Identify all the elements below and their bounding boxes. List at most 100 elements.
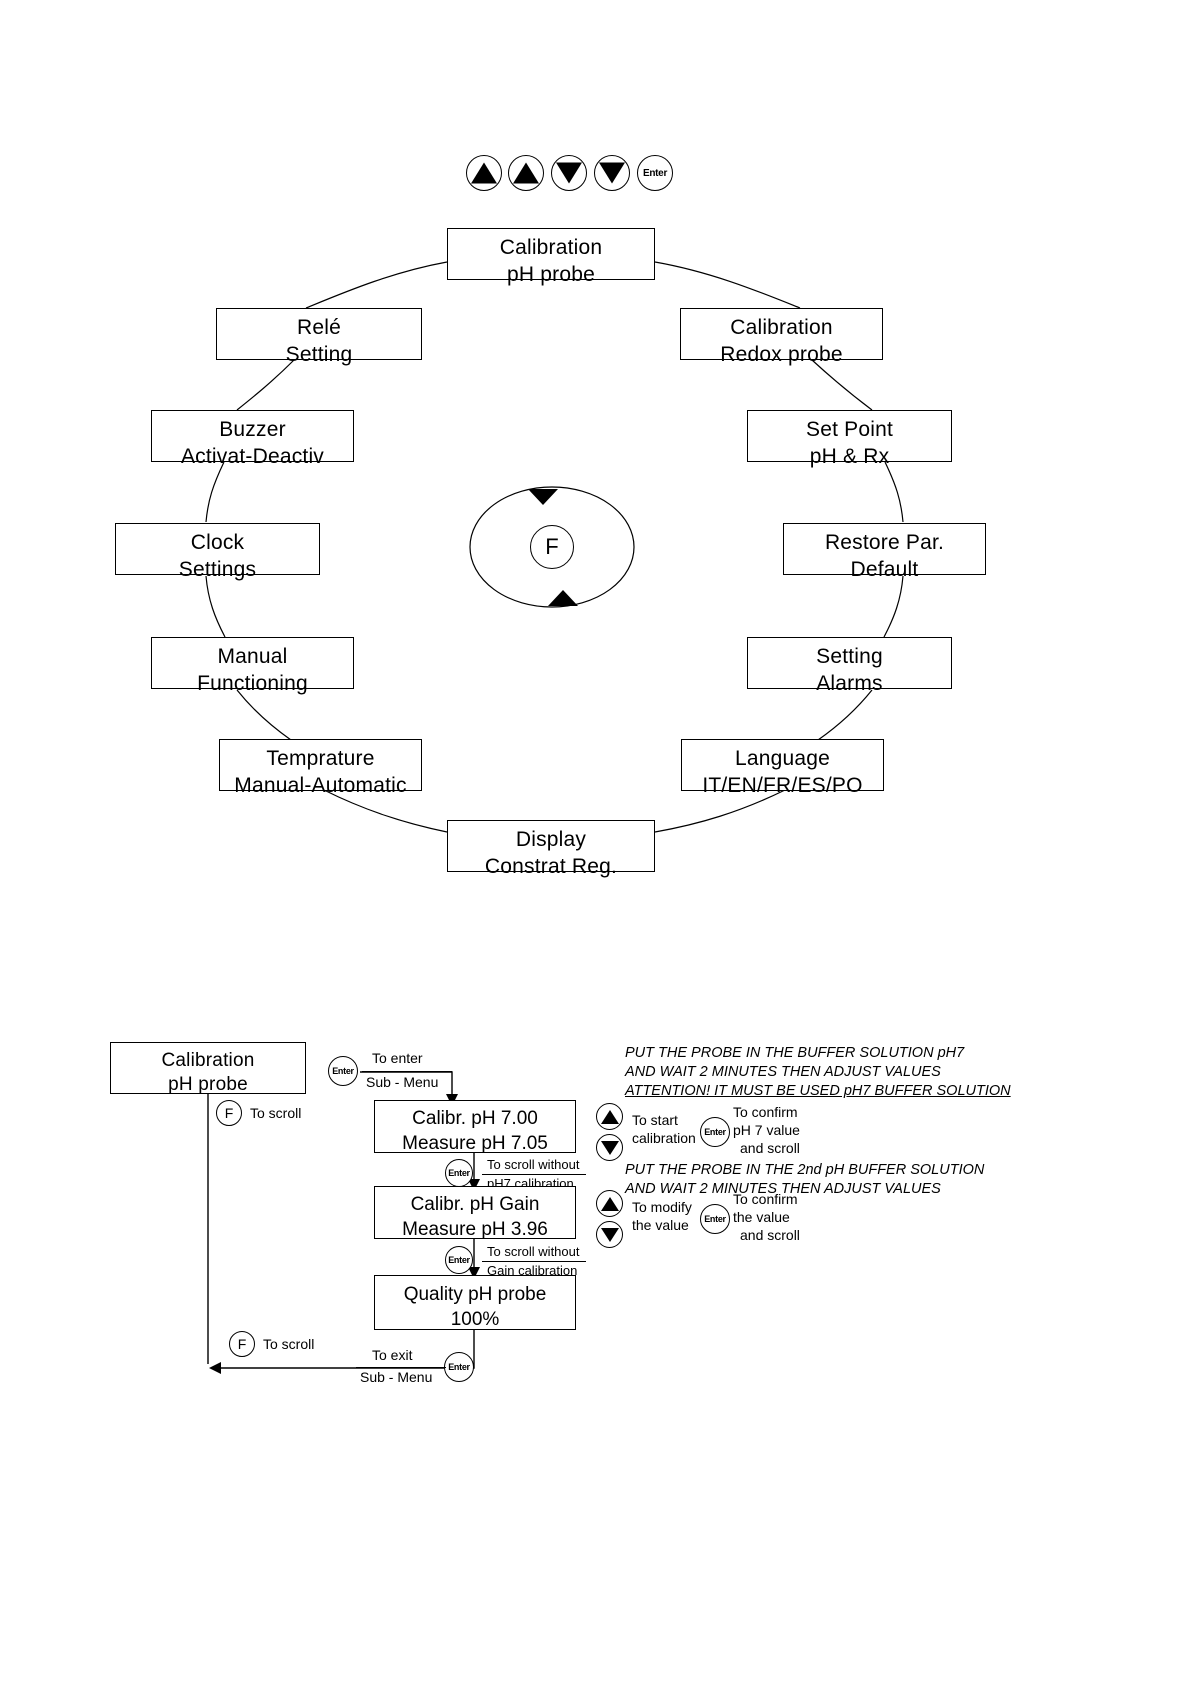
submenu-skip-label-2-line2: Gain calibration — [487, 1263, 578, 1278]
submenu-entry-line2: pH probe — [168, 1074, 248, 1096]
menu-item-line2: Manual-Automatic — [234, 773, 407, 797]
menu-item-line2: Default — [850, 557, 919, 581]
function-key-label: F — [545, 534, 559, 559]
submenu-step-line2: Measure pH 3.96 — [402, 1219, 548, 1241]
submenu-step-line2: Measure pH 7.05 — [402, 1133, 548, 1155]
menu-item-display-contrast[interactable]: Display Constrat Reg. — [447, 820, 655, 878]
keypad-button-down-2[interactable] — [594, 155, 630, 191]
menu-item-setting-alarms[interactable]: Setting Alarms — [747, 637, 952, 695]
menu-item-line1: Display — [515, 828, 587, 851]
action-2-arrows-label-line2: the value — [632, 1217, 689, 1233]
arrow-up-icon — [600, 1109, 619, 1124]
menu-item-set-point[interactable]: Set Point pH & Rx — [747, 410, 952, 468]
menu-item-line1: Temprature — [266, 747, 375, 770]
action-1-enter-button[interactable]: Enter — [700, 1117, 730, 1147]
submenu-scroll-key-top[interactable]: F — [216, 1100, 242, 1126]
menu-item-language[interactable]: Language IT/EN/FR/ES/PO — [681, 739, 884, 797]
menu-item-manual-functioning[interactable]: Manual Functioning — [151, 637, 354, 695]
menu-item-line2: Redox probe — [720, 342, 843, 366]
menu-item-line1: Buzzer — [219, 418, 286, 441]
menu-item-line1: Manual — [217, 645, 288, 668]
action-2-enter-label-line2: the value — [733, 1209, 790, 1225]
action-2-enter-label-line3: and scroll — [740, 1227, 800, 1243]
submenu-entry-line1: Calibration — [161, 1050, 255, 1071]
arrow-down-icon — [556, 162, 582, 184]
action-2-arrow-down-button[interactable] — [596, 1221, 623, 1248]
action-1-arrow-down-button[interactable] — [596, 1134, 623, 1161]
arrow-up-icon — [600, 1196, 619, 1211]
menu-item-line1: Calibration — [499, 236, 603, 259]
submenu-step-box-2[interactable]: Calibr. pH Gain Measure pH 3.96 — [374, 1186, 576, 1241]
submenu-skip-label-2-line1: To scroll without — [487, 1244, 580, 1259]
submenu-skip-key-1[interactable]: Enter — [445, 1159, 473, 1187]
action-1-arrows-label-line1: To start — [632, 1112, 678, 1128]
menu-item-calibration-ph-probe[interactable]: Calibration pH probe — [447, 228, 655, 286]
submenu-enter-label-line1: To enter — [372, 1050, 423, 1066]
enter-key-label: Enter — [704, 1214, 726, 1224]
submenu-exit-label-line2: Sub - Menu — [360, 1369, 433, 1385]
action-1-enter-label-line1: To confirm — [733, 1104, 798, 1120]
menu-item-restore-par-default[interactable]: Restore Par. Default — [783, 523, 986, 581]
submenu-quality-line2: 100% — [450, 1309, 500, 1331]
action-1-arrows-label-line2: calibration — [632, 1130, 696, 1146]
submenu-step-line1: Calibr. pH Gain — [410, 1194, 540, 1215]
submenu-enter-label-line2: Sub - Menu — [366, 1074, 439, 1090]
arrow-down-icon — [600, 1140, 619, 1155]
keypad-button-down-1[interactable] — [551, 155, 587, 191]
menu-item-line1: Restore Par. — [824, 531, 945, 554]
function-key-label: F — [237, 1336, 247, 1352]
action-2-arrow-up-button[interactable] — [596, 1190, 623, 1217]
submenu-quality-box[interactable]: Quality pH probe 100% — [374, 1275, 576, 1330]
menu-item-line1: Clock — [190, 531, 245, 554]
enter-key-label: Enter — [448, 1168, 470, 1178]
submenu-entry-box[interactable]: Calibration pH probe — [110, 1042, 306, 1096]
submenu-scroll-label-bottom: To scroll — [263, 1336, 315, 1352]
menu-item-line2: pH probe — [507, 262, 595, 286]
divider-enter-submenu — [362, 1071, 452, 1072]
keypad-button-up-2[interactable] — [508, 155, 544, 191]
action-1-enter-label-line3: and scroll — [740, 1140, 800, 1156]
enter-key-label: Enter — [332, 1066, 354, 1076]
menu-item-buzzer[interactable]: Buzzer Activat-Deactiv — [151, 410, 354, 468]
submenu-scroll-key-bottom[interactable]: F — [229, 1331, 255, 1357]
submenu-exit-label-line1: To exit — [372, 1347, 413, 1363]
menu-item-line2: Alarms — [816, 671, 883, 695]
menu-item-line2: Activat-Deactiv — [180, 444, 325, 468]
action-1-arrow-up-button[interactable] — [596, 1103, 623, 1130]
submenu-exit-key[interactable]: Enter — [444, 1352, 474, 1382]
menu-item-line2: Functioning — [197, 671, 308, 695]
menu-item-line1: Language — [734, 747, 831, 770]
submenu-quality-line1: Quality pH probe — [403, 1284, 547, 1305]
menu-item-line2: Constrat Reg. — [484, 854, 618, 878]
menu-item-clock-settings[interactable]: Clock Settings — [115, 523, 320, 581]
submenu-skip-key-2[interactable]: Enter — [445, 1246, 473, 1274]
submenu-enter-key[interactable]: Enter — [328, 1056, 358, 1086]
submenu-step-box-1[interactable]: Calibr. pH 7.00 Measure pH 7.05 — [374, 1100, 576, 1155]
arrow-up-icon — [471, 162, 497, 184]
menu-item-calibration-redox-probe[interactable]: Calibration Redox probe — [680, 308, 883, 366]
action-1-enter-label-line2: pH 7 value — [733, 1122, 800, 1138]
menu-item-line1: Calibration — [730, 316, 833, 339]
keypad-button-enter[interactable]: Enter — [637, 155, 673, 191]
menu-item-line2: IT/EN/FR/ES/PO — [702, 773, 863, 797]
menu-item-line1: Setting — [816, 645, 883, 668]
action-2-enter-button[interactable]: Enter — [700, 1204, 730, 1234]
submenu-scroll-label-top: To scroll — [250, 1105, 302, 1121]
menu-item-line1: Set Point — [805, 418, 894, 441]
divider-skip-1 — [482, 1174, 586, 1175]
menu-item-temperature[interactable]: Temprature Manual-Automatic — [219, 739, 422, 797]
instruction-block-1-line3: ATTENTION! IT MUST BE USED pH7 BUFFER SO… — [625, 1083, 1011, 1099]
arrow-down-icon — [600, 1227, 619, 1242]
submenu-skip-label-1-line1: To scroll without — [487, 1157, 580, 1172]
function-key-f[interactable]: F — [530, 525, 574, 569]
enter-key-label: Enter — [642, 167, 668, 179]
instruction-block-1-line1: PUT THE PROBE IN THE BUFFER SOLUTION pH7 — [625, 1045, 965, 1061]
action-2-arrows-label-line1: To modify — [632, 1199, 692, 1215]
instruction-block-1-line2: AND WAIT 2 MINUTES THEN ADJUST VALUES — [625, 1064, 941, 1080]
arrow-down-icon — [599, 162, 625, 184]
menu-item-rele-setting[interactable]: Relé Setting — [216, 308, 422, 366]
divider-skip-2 — [482, 1261, 586, 1262]
instruction-block-2-line1: PUT THE PROBE IN THE 2nd pH BUFFER SOLUT… — [625, 1162, 985, 1178]
keypad-button-up-1[interactable] — [466, 155, 502, 191]
